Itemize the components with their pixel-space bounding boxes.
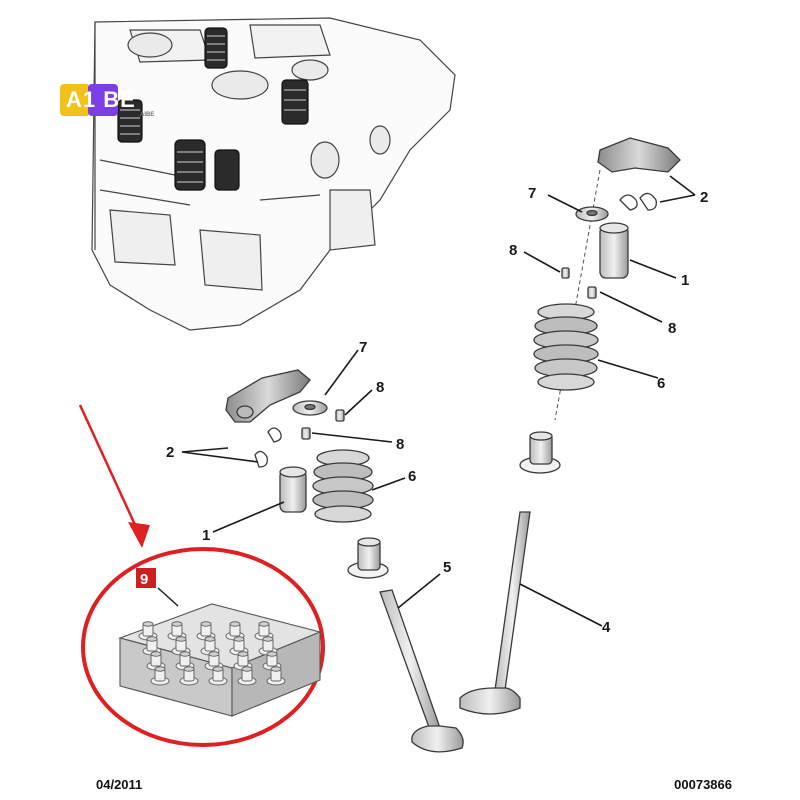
logo-text: A1 BE xyxy=(66,87,136,112)
valve-stem-seal-icon xyxy=(347,537,389,579)
cylinder-head-illustration xyxy=(91,17,456,331)
callout-6-left: 6 xyxy=(408,468,416,485)
logo-subtext: AIBE xyxy=(140,112,155,118)
callout-9-box xyxy=(136,568,156,588)
valve-icon xyxy=(379,589,464,753)
hydraulic-lash-adjuster-icon xyxy=(599,222,629,279)
valve-seal-icon xyxy=(270,666,282,672)
valve-seal-icon xyxy=(175,636,187,642)
keeper-icon xyxy=(335,409,345,422)
red-pointer-arrow xyxy=(78,404,144,541)
valve-seal-icon xyxy=(154,666,166,672)
hydraulic-lash-adjuster-icon xyxy=(279,466,307,513)
callout-7-right: 7 xyxy=(528,185,536,202)
valve-seal-icon xyxy=(200,621,212,627)
callout-8-right-top: 8 xyxy=(509,242,517,259)
valve-seal-icon xyxy=(183,666,195,672)
callout-9: 9 xyxy=(140,571,148,588)
valve-seal-icon xyxy=(266,651,278,657)
valve-seal-icon xyxy=(179,651,191,657)
callout-labels: 7 2 8 1 8 6 7 8 8 2 6 1 5 4 xyxy=(166,185,708,636)
footer-date: 04/2011 xyxy=(96,777,143,792)
valve-seal-grid xyxy=(138,621,286,686)
callout-8-left-top: 8 xyxy=(376,379,384,396)
valve-seal-icon xyxy=(204,636,216,642)
valve-icon xyxy=(459,511,531,715)
valve-seal-icon xyxy=(262,636,274,642)
callout-1-right: 1 xyxy=(681,272,689,289)
valve-spring-icon xyxy=(533,303,599,391)
footer-reference-number: 00073866 xyxy=(674,777,732,792)
seal-kit-highlight: 9 xyxy=(78,404,325,747)
valve-spring-icon xyxy=(312,449,374,523)
valve-seal-icon xyxy=(171,621,183,627)
valve-seal-icon xyxy=(258,621,270,627)
keeper-icon xyxy=(561,267,570,279)
clip-icon xyxy=(619,192,657,211)
valve-seal-icon xyxy=(208,651,220,657)
valve-seal-icon xyxy=(229,621,241,627)
valve-seal-icon xyxy=(150,651,162,657)
right-valve-assembly xyxy=(459,137,681,715)
rocker-arm-icon xyxy=(597,137,681,173)
valve-stem-seal-icon xyxy=(519,431,561,474)
brand-logo: A1 BE AIBE xyxy=(60,84,170,118)
keeper-icon xyxy=(301,427,311,440)
valve-seal-icon xyxy=(233,636,245,642)
callout-4: 4 xyxy=(602,619,611,636)
valve-seal-icon xyxy=(237,651,249,657)
callout-6-right: 6 xyxy=(657,375,665,392)
valve-seal-kit-tray xyxy=(118,603,322,717)
callout-5: 5 xyxy=(443,559,451,576)
keeper-icon xyxy=(587,286,597,299)
valve-seal-icon xyxy=(142,621,154,627)
red-highlight-circle xyxy=(81,547,325,747)
callout-8-right-bottom: 8 xyxy=(668,320,676,337)
left-valve-assembly xyxy=(225,369,464,753)
valve-seal-icon xyxy=(146,636,158,642)
callout-1-left: 1 xyxy=(202,527,210,544)
valve-seal-icon xyxy=(241,666,253,672)
callout-2-right: 2 xyxy=(700,189,708,206)
callout-2-left: 2 xyxy=(166,444,174,461)
callout-7-left: 7 xyxy=(359,339,367,356)
valve-seal-icon xyxy=(212,666,224,672)
leader-lines xyxy=(181,175,696,627)
callout-8-left-bottom: 8 xyxy=(396,436,404,453)
